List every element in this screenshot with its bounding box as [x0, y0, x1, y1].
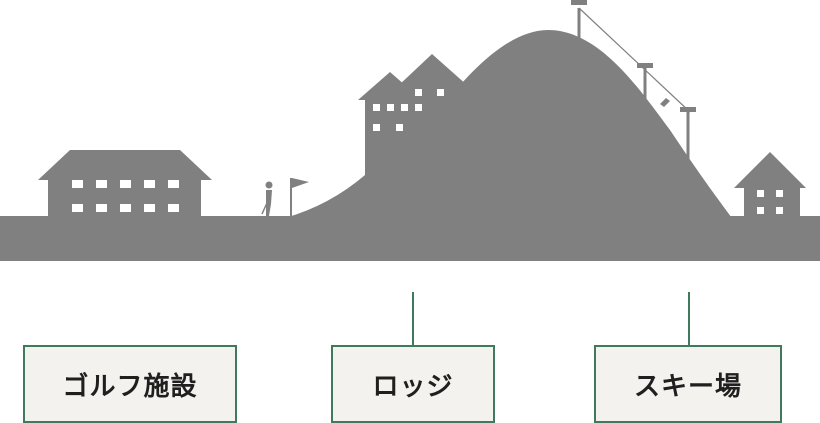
flag-icon	[290, 178, 309, 216]
house-icon	[734, 152, 806, 218]
mountain-icon	[440, 30, 732, 218]
lodge-label: ロッジ	[331, 345, 495, 423]
building-icon	[38, 150, 212, 218]
golf-hill	[285, 175, 365, 218]
golf-facility-label: ゴルフ施設	[23, 345, 237, 423]
ski-lift-icon	[571, 0, 696, 168]
ski-leader-line	[688, 292, 690, 346]
golfer-icon	[261, 181, 273, 216]
ski-resort-label: スキー場	[594, 345, 782, 423]
ground	[0, 216, 820, 261]
lodge-leader-line	[412, 292, 414, 346]
